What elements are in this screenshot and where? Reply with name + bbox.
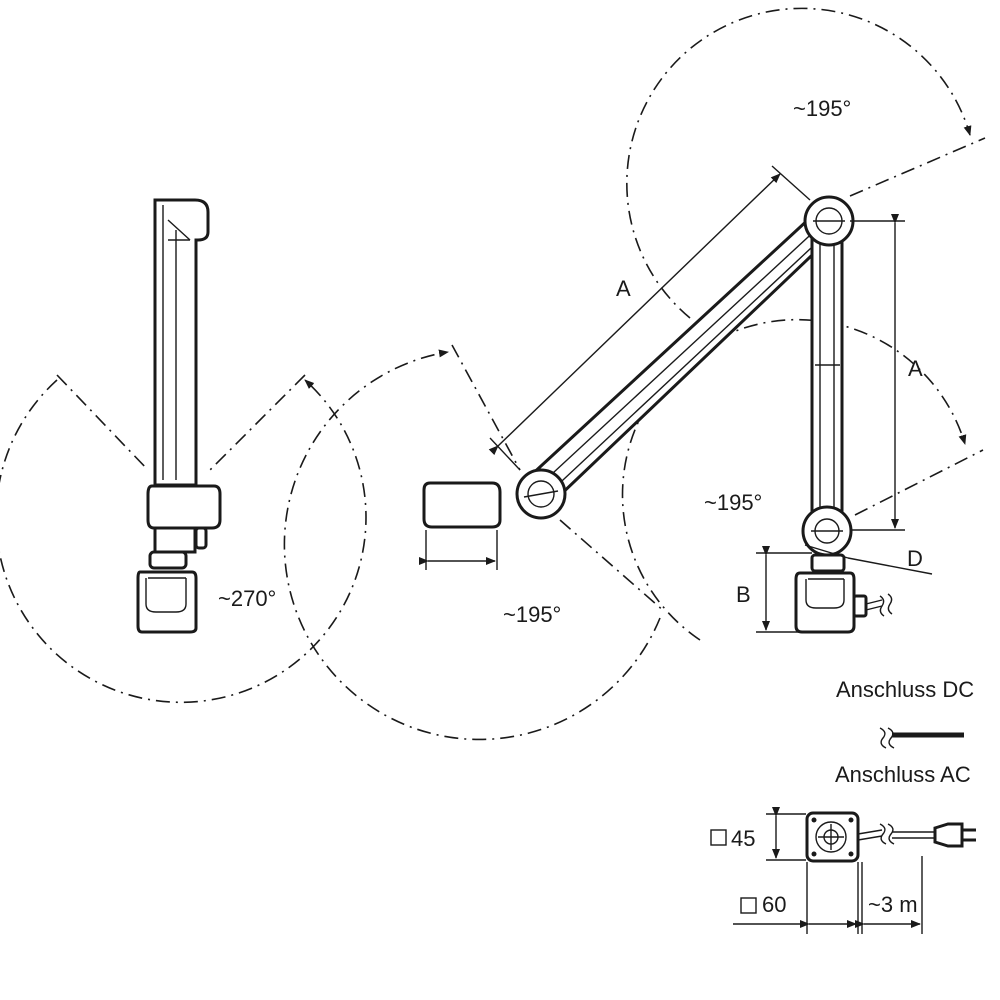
angle-label-top: ~195° <box>793 96 851 121</box>
arm-base-right <box>794 571 856 634</box>
lower-arm <box>810 218 844 532</box>
square-symbol-45 <box>710 829 727 846</box>
side-view: ~270° <box>0 198 367 704</box>
joint-middle <box>515 468 567 520</box>
side-joint-housing <box>146 484 222 530</box>
connection-ac-label: Anschluss AC <box>835 762 971 787</box>
side-rotation-arc <box>0 379 367 704</box>
upper-arm <box>525 215 833 502</box>
side-base <box>136 570 198 634</box>
angle-label-middle: ~195° <box>704 490 762 515</box>
dim-a-lower-label: A <box>908 356 923 381</box>
side-arm <box>153 198 210 487</box>
middle-rotation-arc <box>283 349 661 741</box>
top-rotation-arc <box>626 7 972 319</box>
joint-bottom <box>801 505 853 557</box>
dim-a-upper-label: A <box>616 276 631 301</box>
square-symbol-60 <box>740 897 757 914</box>
joint-top <box>803 195 855 247</box>
cable-length-label: ~3 m <box>868 892 918 917</box>
dim-b-label: B <box>736 582 751 607</box>
connection-dc-label: Anschluss DC <box>836 677 974 702</box>
dim-60-label: 60 <box>762 892 786 917</box>
connection-dc: Anschluss DC <box>836 677 974 749</box>
dim-d-label: D <box>907 546 923 571</box>
arm-base-left <box>422 481 502 529</box>
ac-plug-icon <box>933 822 964 848</box>
connection-ac: Anschluss AC 45 <box>710 762 976 934</box>
dim-45-label: 45 <box>731 826 755 851</box>
articulated-arm-view: A A B D ~195° ~195° ~195° <box>283 7 986 741</box>
bottom-rotation-arc <box>621 318 967 641</box>
angle-label-bottom: ~195° <box>503 602 561 627</box>
angle-label-side: ~270° <box>218 586 276 611</box>
